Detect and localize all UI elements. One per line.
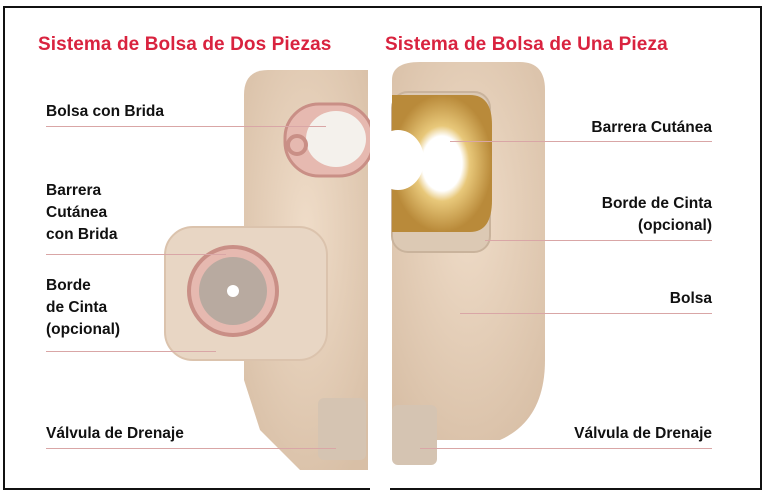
label-drain-valve-left: Válvula de Drenaje [46,425,184,442]
leader-pouch-with-flange [46,126,326,128]
leader-drain-valve-right [420,448,712,450]
leader-barrier-with-flange [46,254,226,256]
label-barrier-line-2: Cutánea [46,204,108,221]
one-piece-pouch [372,62,545,465]
label-pouch-with-flange: Bolsa con Brida [46,103,164,120]
frame-top-border [3,6,762,8]
label-skin-barrier: Barrera Cutánea [591,119,712,136]
barrier-wafer-starter-hole [227,285,239,297]
leader-tape-border-right [485,240,712,242]
one-piece-title: Sistema de Bolsa de Una Pieza [385,34,668,55]
label-barrier-with-flange: Barrera Cutánea con Brida [46,180,117,246]
center-divider [370,40,390,492]
two-piece-drain-valve [318,398,366,460]
leader-drain-valve-left [46,448,336,450]
label-drain-valve-right: Válvula de Drenaje [574,425,712,442]
leader-pouch [460,313,712,315]
label-barrier-line-3: con Brida [46,226,118,243]
frame-left-border [3,6,5,490]
label-tape-left-line-3: (opcional) [46,321,121,338]
two-piece-title: Sistema de Bolsa de Dos Piezas [38,34,332,55]
label-barrier-line-1: Barrera [46,182,102,199]
label-tape-right-line-2: (opcional) [637,217,712,234]
two-piece-flange-tab [286,134,308,156]
two-piece-pouch [164,70,375,470]
label-tape-border-right: Borde de Cinta (opcional) [602,193,712,237]
one-piece-drain-valve [392,405,437,465]
label-tape-border-left: Borde de Cinta (opcional) [46,275,120,341]
one-piece-barrier-ring [392,95,492,232]
label-pouch: Bolsa [669,290,712,307]
label-tape-right-line-1: Borde de Cinta [601,195,712,212]
frame-right-border [760,6,762,490]
two-piece-flange-opening [306,111,366,167]
label-tape-left-line-1: Borde [46,277,91,294]
label-tape-left-line-2: de Cinta [46,299,108,316]
leader-tape-border-left [46,351,216,353]
leader-skin-barrier [450,141,712,143]
